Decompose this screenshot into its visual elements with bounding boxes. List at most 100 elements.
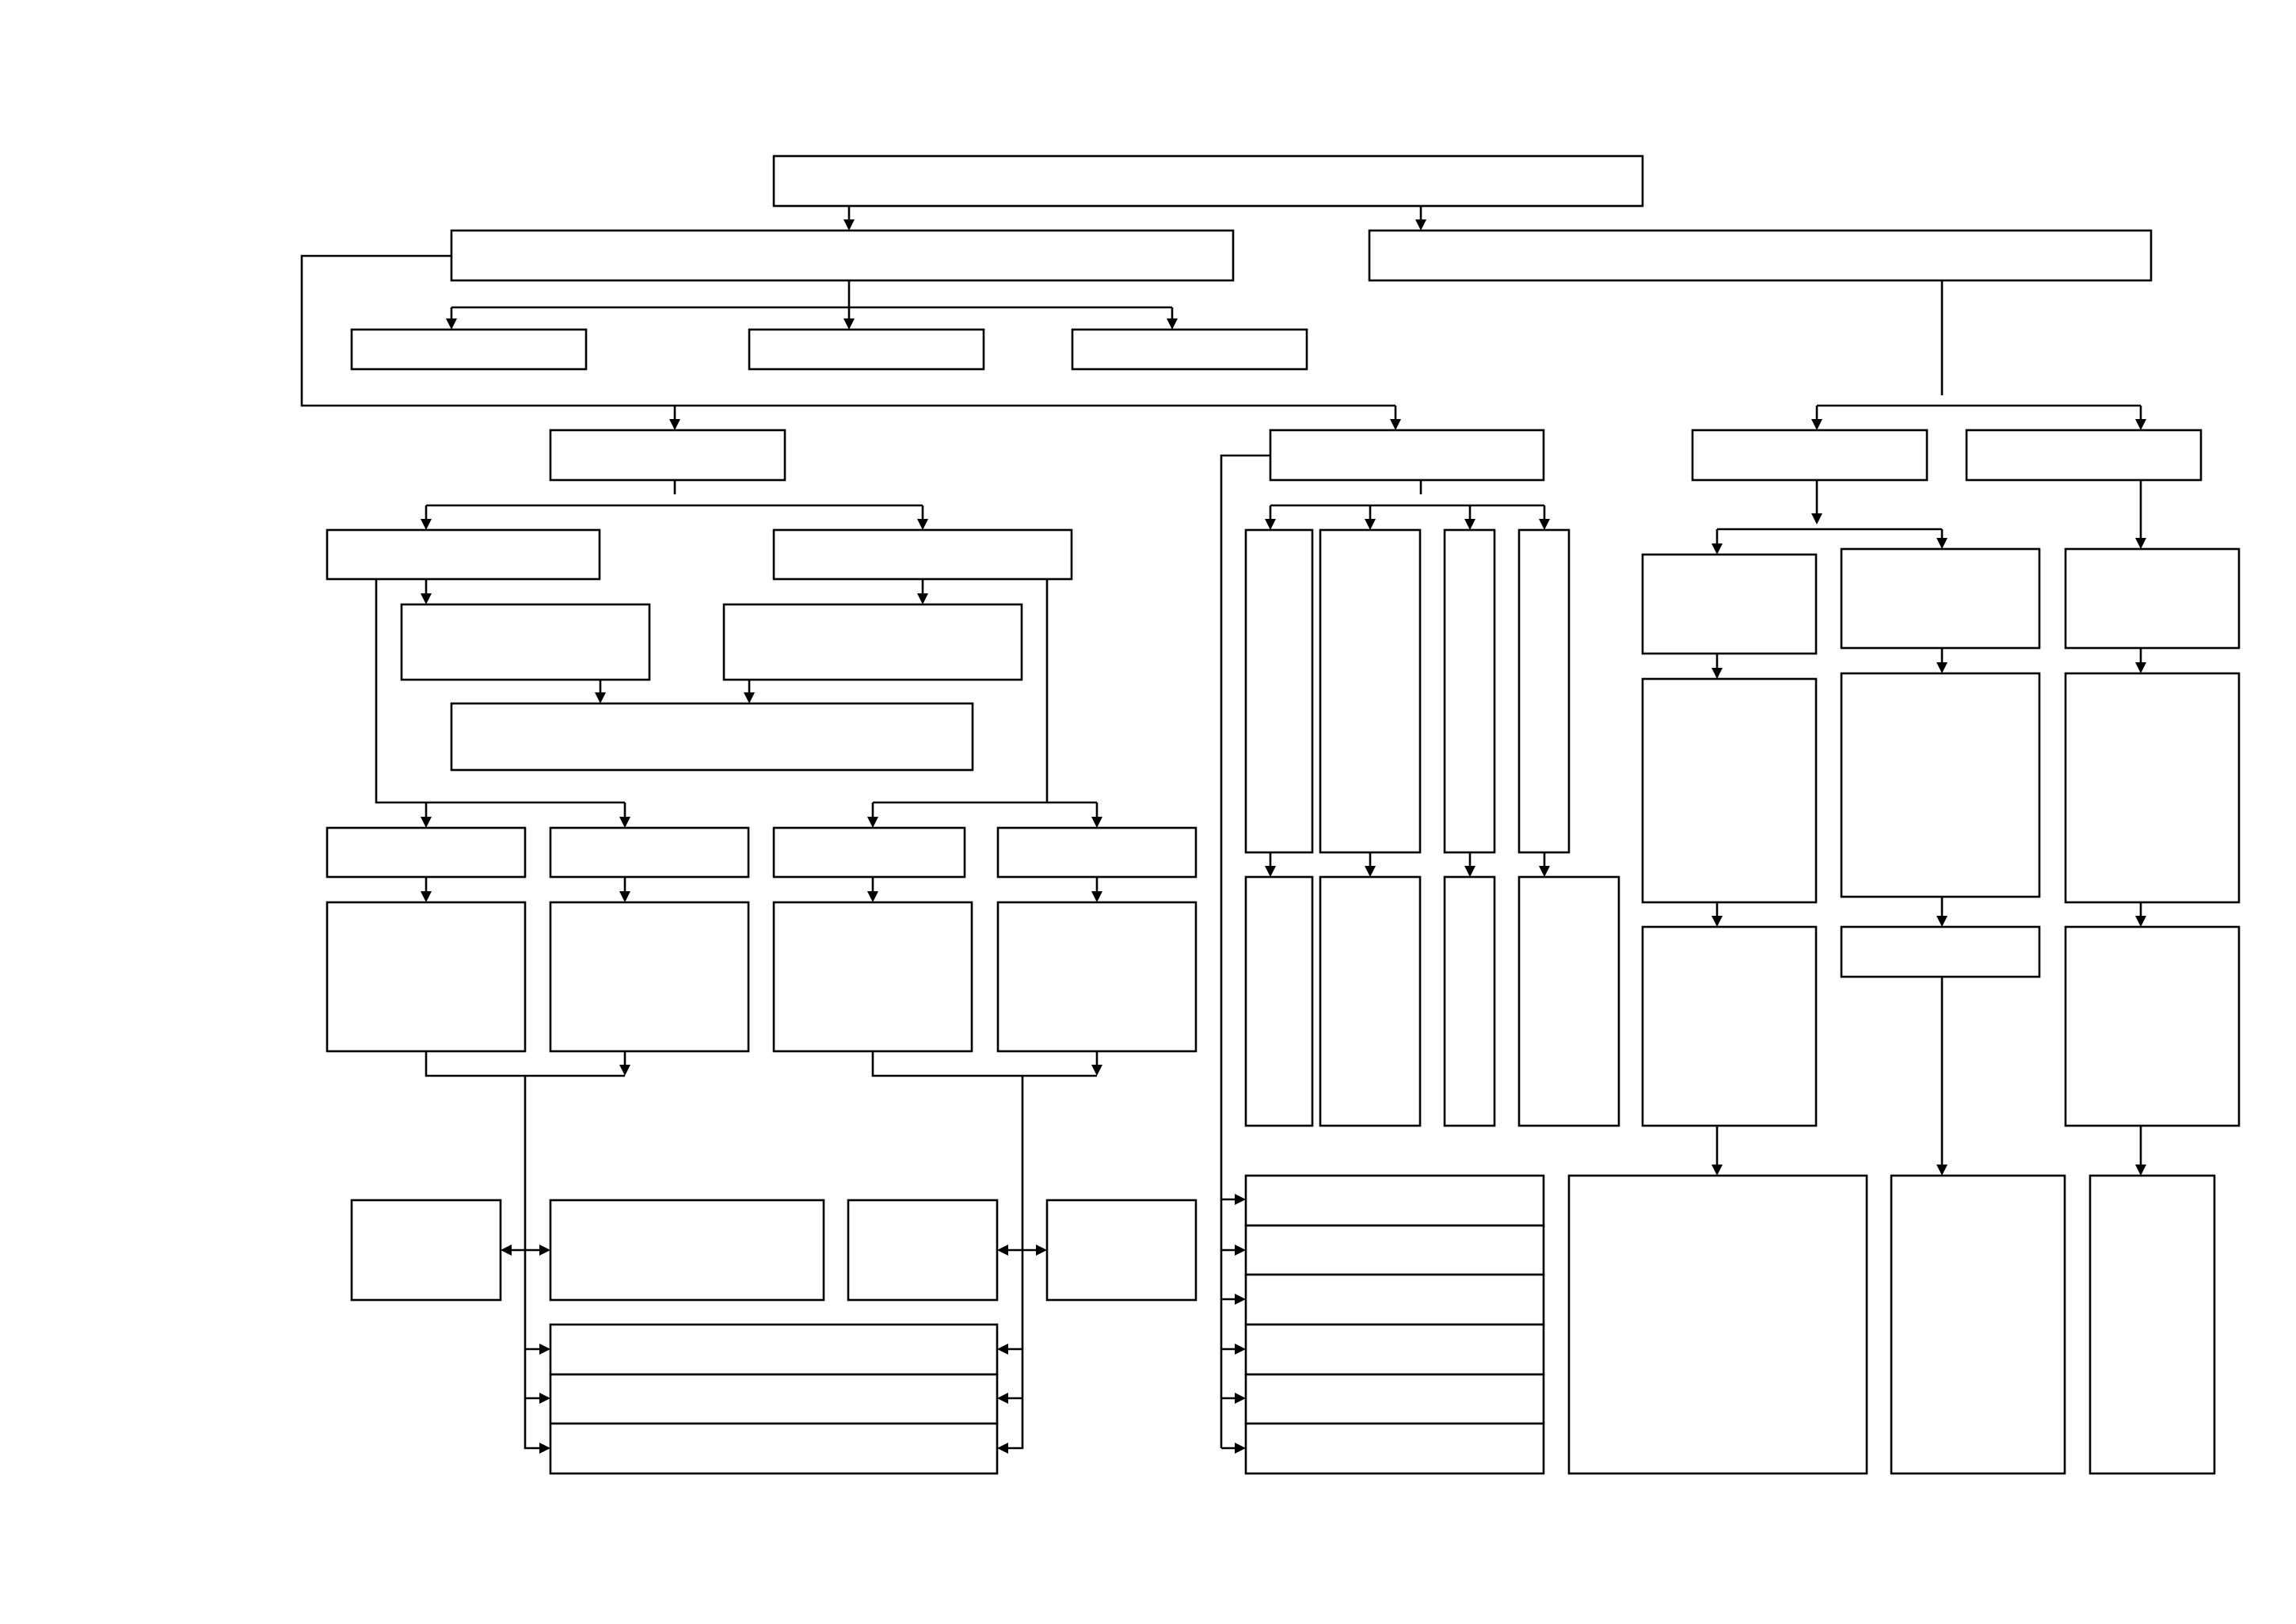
node-right-b-out <box>1890 1174 2066 1475</box>
arrowhead-right <box>539 1344 550 1355</box>
arrowhead-right <box>1235 1194 1246 1205</box>
node-right-c-3 <box>2064 925 2241 1127</box>
arrowhead-right <box>1036 1245 1047 1256</box>
arrowhead-down <box>2135 1165 2146 1176</box>
arrowhead-left <box>997 1245 1008 1256</box>
edge-l3left2-l4 <box>871 579 1099 818</box>
arrowhead-down <box>1265 519 1276 530</box>
node-right-a-2 <box>1641 677 1818 904</box>
arrowheads <box>421 219 2146 1454</box>
arrowhead-down <box>421 519 432 530</box>
arrowhead-down <box>1811 419 1822 430</box>
arrowhead-down <box>1464 866 1475 877</box>
arrowhead-right <box>539 1245 550 1256</box>
arrowhead-down <box>619 1065 630 1076</box>
node-l2-right-2 <box>1965 429 2203 482</box>
node-l1-left <box>450 229 1235 282</box>
node-mid-row-1 <box>1244 1174 1545 1227</box>
arrowhead-down <box>1936 538 1948 549</box>
node-l5-d <box>996 901 1197 1053</box>
arrowhead-down <box>421 891 432 902</box>
node-l5-c <box>772 901 973 1053</box>
arrowhead-down <box>1539 519 1550 530</box>
node-out-left-3 <box>847 1199 999 1302</box>
arrowhead-left <box>997 1393 1008 1404</box>
node-right-b-3 <box>1840 925 2041 978</box>
arrowhead-down <box>619 891 630 902</box>
node-out-left-row-2 <box>549 1373 999 1425</box>
arrowhead-right <box>539 1393 550 1404</box>
arrowhead-left <box>997 1443 1008 1454</box>
node-l4-d <box>996 826 1197 879</box>
arrowhead-right <box>1235 1443 1246 1454</box>
node-out-left-row-1 <box>549 1323 999 1376</box>
arrowhead-down <box>2135 662 2146 673</box>
edge-right-steps <box>1715 648 2142 917</box>
arrowhead-down <box>1415 219 1426 231</box>
node-l1l-sub-3 <box>1071 328 1308 371</box>
arrowhead-left <box>501 1245 512 1256</box>
arrowhead-down <box>1091 891 1102 902</box>
arrowhead-down <box>1539 866 1550 877</box>
node-l1l-sub-2 <box>748 328 985 371</box>
node-out-left-1 <box>350 1199 502 1302</box>
node-l4-b <box>549 826 750 879</box>
connectors <box>300 206 2142 1450</box>
node-l2-right-1 <box>1691 429 1929 482</box>
arrowhead-right <box>1235 1294 1246 1305</box>
edge-l1right-down <box>1815 280 2142 419</box>
node-out-left-row-3 <box>549 1422 999 1475</box>
arrowhead-left <box>997 1344 1008 1355</box>
arrowhead-down <box>421 593 432 604</box>
arrowhead-down <box>867 891 878 902</box>
node-l2-left <box>549 429 786 482</box>
edge-cols-top-bottom <box>1269 852 1546 867</box>
node-right-b-1 <box>1840 547 2041 650</box>
arrowhead-down <box>595 692 606 703</box>
node-mid-row-2 <box>1244 1224 1545 1276</box>
node-l3-left-merge <box>450 702 974 772</box>
node-l5-a <box>326 901 527 1053</box>
node-l3-left-1 <box>326 528 601 581</box>
edge-l2mid-cols <box>1269 480 1546 519</box>
node-l5-b <box>549 901 750 1053</box>
node-right-a-1 <box>1641 553 1818 655</box>
arrowhead-down <box>1712 668 1723 679</box>
arrowhead-down <box>1365 866 1376 877</box>
node-out-left-2 <box>549 1199 825 1302</box>
arrowhead-down <box>1390 419 1401 430</box>
arrowhead-down <box>1936 1165 1948 1176</box>
node-l3-left-1-detail <box>400 603 651 681</box>
node-l3-left-2 <box>772 528 1073 581</box>
arrowhead-right <box>539 1443 550 1454</box>
node-mid-col-1-top <box>1244 528 1314 854</box>
arrowhead-down <box>669 419 680 430</box>
edge-details-merge <box>599 680 751 692</box>
node-mid-col-3-top <box>1443 528 1496 854</box>
arrowhead-right <box>1235 1245 1246 1256</box>
node-right-a-3 <box>1641 925 1818 1127</box>
arrowhead-down <box>1712 1165 1723 1176</box>
arrowhead-down <box>1464 519 1475 530</box>
node-right-c-2 <box>2064 672 2241 904</box>
arrowhead-down <box>2135 916 2146 927</box>
arrowhead-down <box>2135 419 2146 430</box>
node-mid-row-5 <box>1244 1373 1545 1425</box>
node-right-a-out <box>1567 1174 1868 1475</box>
arrowhead-down <box>1091 817 1102 828</box>
node-root <box>772 154 1644 208</box>
arrowhead-down <box>446 318 457 330</box>
node-mid-col-4-bottom <box>1517 875 1620 1127</box>
edge-l4-l5 <box>425 877 1099 892</box>
arrowhead-down <box>2135 538 2146 549</box>
arrowhead-down <box>619 817 630 828</box>
node-mid-col-2-bottom <box>1319 875 1422 1127</box>
node-l2-middle <box>1269 429 1545 482</box>
node-mid-col-3-bottom <box>1443 875 1496 1127</box>
arrowhead-down <box>917 519 928 530</box>
arrowhead-down <box>1712 543 1723 555</box>
node-l1l-sub-1 <box>350 328 588 371</box>
node-l1-right <box>1368 229 2153 282</box>
node-right-c-1 <box>2064 547 2241 650</box>
